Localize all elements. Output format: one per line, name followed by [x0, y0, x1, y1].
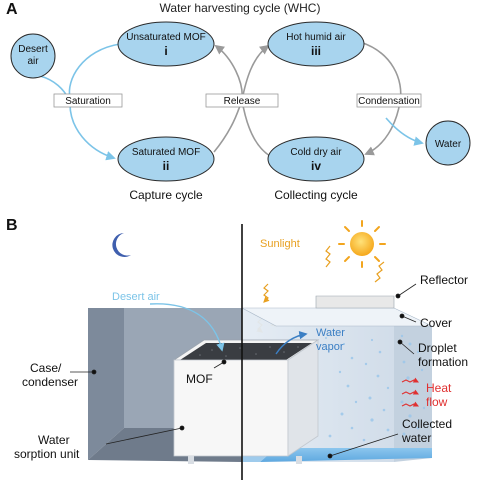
desert-air-line1: Desert — [18, 44, 48, 55]
heat-flow-line2: flow — [426, 395, 448, 409]
node-saturated-mof: Saturated MOF ii — [117, 136, 215, 182]
water-node-label: Water — [435, 139, 462, 150]
saturated-mof-numeral: ii — [163, 159, 170, 173]
water-arrow — [385, 117, 424, 146]
reflector-label: Reflector — [420, 273, 468, 287]
mof-label: MOF — [186, 372, 213, 386]
moon-icon — [112, 233, 131, 257]
node-water: Water — [425, 120, 471, 166]
hot-humid-air-numeral: iii — [311, 44, 321, 58]
heat-flow-line1: Heat — [426, 381, 452, 395]
node-desert-air: Desert air — [10, 33, 56, 79]
capture-arc-bottom — [69, 103, 116, 161]
collected-water-pool — [260, 448, 432, 462]
heat-flow-arrows — [401, 377, 419, 407]
droplet-formation-line1: Droplet — [418, 341, 457, 355]
whc-title: Water harvesting cycle (WHC) — [160, 1, 321, 15]
panel-b-letter: B — [6, 217, 18, 234]
water-vapor-arrow — [275, 330, 308, 355]
cold-dry-air-numeral: iv — [311, 159, 321, 173]
collected-water-line2: water — [401, 431, 431, 445]
water-sorption-unit-line1: Water — [38, 433, 70, 447]
saturated-mof-label: Saturated MOF — [132, 147, 200, 158]
panel-a: A Water harvesting cycle (WHC) Desert ai… — [6, 1, 471, 202]
sunlight-label: Sunlight — [260, 238, 300, 250]
sunlight-ray-1 — [325, 245, 331, 268]
desert-air-line2: air — [27, 56, 39, 67]
collected-water-line1: Collected — [402, 417, 452, 431]
unsaturated-mof-label: Unsaturated MOF — [126, 32, 205, 43]
droplet-formation-line2: formation — [418, 355, 468, 369]
condensation-label: Condensation — [358, 96, 420, 107]
release-label: Release — [224, 96, 261, 107]
desert-air-flow-arrow — [149, 303, 225, 352]
capture-arc-top — [68, 43, 121, 99]
reflector — [315, 295, 395, 309]
node-unsaturated-mof: Unsaturated MOF i — [117, 21, 215, 67]
sunlight-ray-2 — [374, 261, 385, 283]
sunlight-ray-3 — [263, 283, 270, 303]
cold-dry-air-label: Cold dry air — [290, 147, 342, 158]
panel-b: B Sunlight — [6, 217, 468, 480]
water-sorption-unit — [172, 339, 320, 464]
step-saturation: Saturation — [53, 93, 123, 108]
collecting-cycle-label: Collecting cycle — [274, 188, 358, 202]
water-sorption-unit-line2: sorption unit — [14, 447, 80, 461]
node-hot-humid-air: Hot humid air iii — [267, 21, 365, 67]
case-condenser-line1: Case/ — [30, 361, 62, 375]
desert-air-label: Desert air — [112, 291, 160, 303]
callouts — [70, 283, 417, 459]
case-condenser-line2: condenser — [22, 375, 78, 389]
saturation-label: Saturation — [65, 96, 111, 107]
node-cold-dry-air: Cold dry air iv — [267, 136, 365, 182]
hot-humid-air-label: Hot humid air — [286, 32, 346, 43]
cover-label: Cover — [420, 316, 452, 330]
step-condensation: Condensation — [356, 93, 422, 108]
water-vapor-line1: Water — [316, 327, 345, 339]
release-arc-lower — [241, 99, 271, 157]
panel-a-letter: A — [6, 1, 18, 18]
capture-cycle-label: Capture cycle — [129, 188, 203, 202]
step-release: Release — [205, 93, 279, 108]
unsaturated-mof-numeral: i — [164, 44, 167, 58]
release-arc-right — [241, 44, 270, 101]
sun-icon — [338, 220, 386, 268]
water-vapor-line2: vapor — [316, 341, 344, 353]
